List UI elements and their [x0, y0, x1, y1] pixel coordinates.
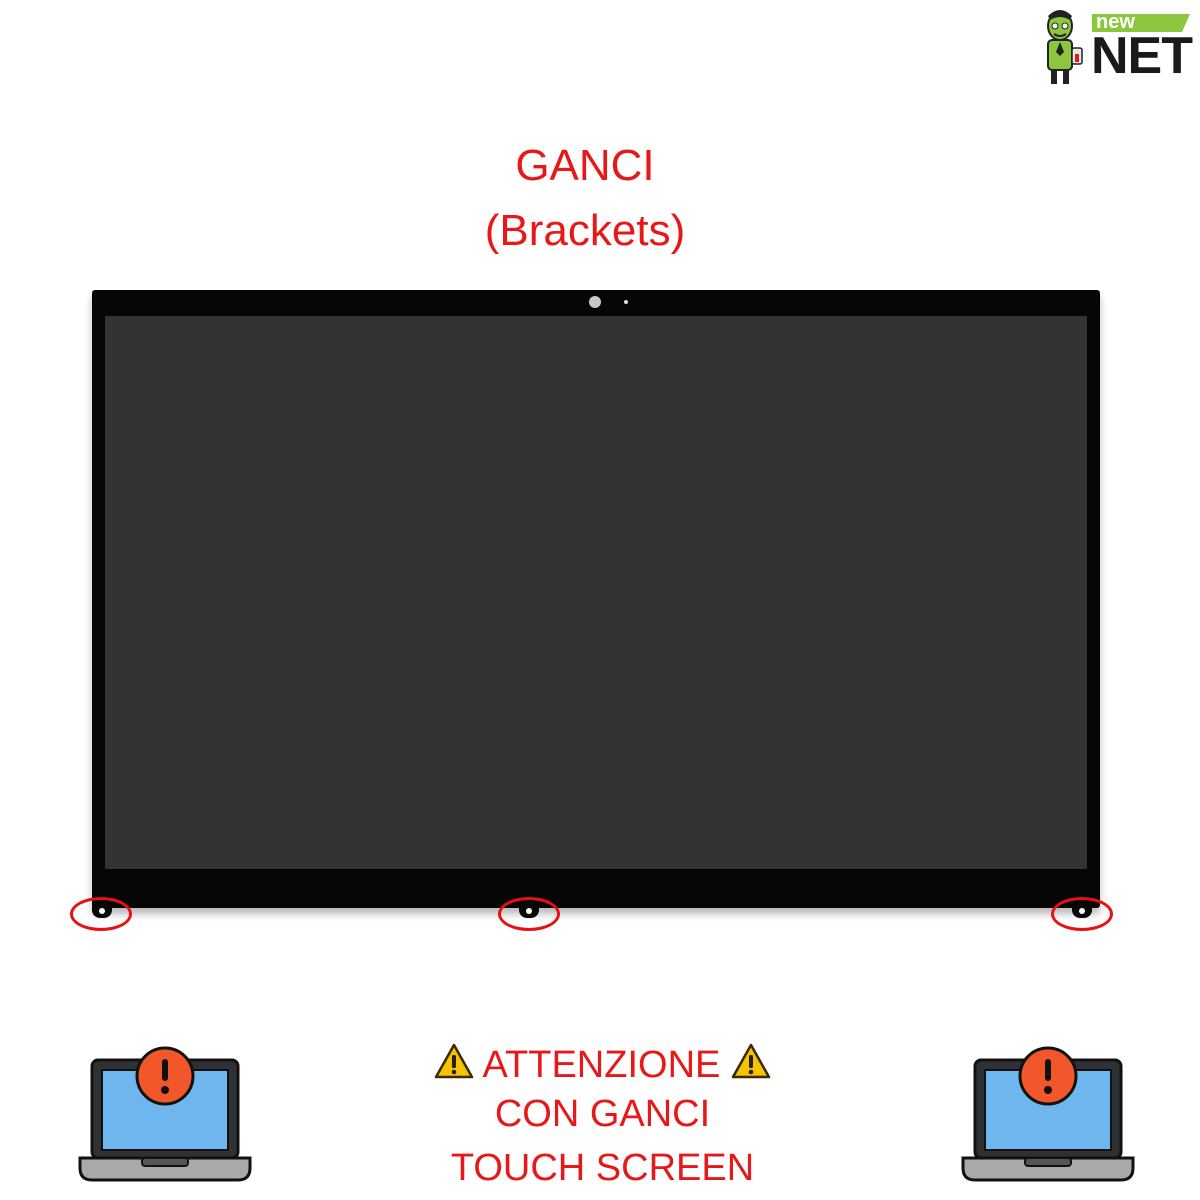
logo-small-text: new [1096, 11, 1135, 33]
lcd-screen-area [105, 316, 1087, 869]
bracket-highlight-left [70, 897, 132, 931]
heading-line1: GANCI [515, 141, 655, 190]
warning-triangle-icon [434, 1043, 474, 1079]
bracket-highlight-center [498, 897, 560, 931]
warning-triangle-icon [731, 1043, 771, 1079]
mascot-icon [1047, 10, 1190, 84]
logo-big-text: NET [1091, 27, 1193, 85]
lcd-panel [92, 290, 1100, 908]
webcam-icon [589, 296, 601, 308]
laptop-alert-icon [78, 1046, 252, 1182]
brand-logo: new NET [1036, 6, 1196, 90]
light-sensor-icon [624, 300, 628, 304]
bracket-highlight-right [1051, 897, 1113, 931]
heading-line2: (Brackets) [484, 206, 686, 255]
warning-line1-row: ATTENZIONE [300, 1043, 905, 1084]
warning-line2: CON GANCI [494, 1093, 711, 1135]
warning-line3: TOUCH SCREEN [450, 1147, 755, 1189]
laptop-alert-icon [961, 1046, 1135, 1182]
warning-line1: ATTENZIONE [482, 1044, 721, 1086]
